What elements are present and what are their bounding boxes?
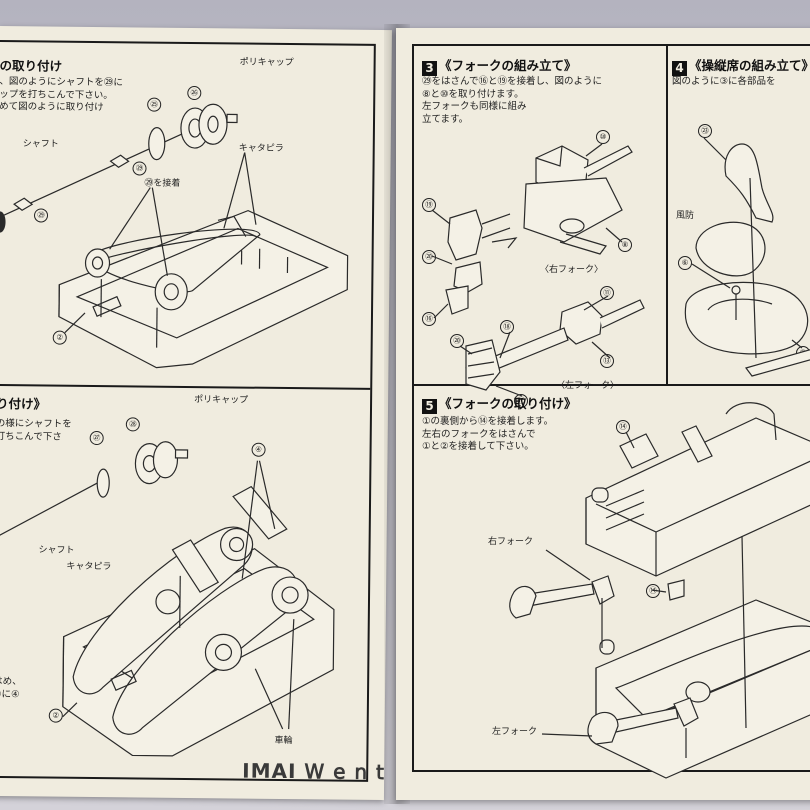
cockpit-assembly-illustration — [684, 137, 810, 377]
label-left-fork: 〈左フォーク〉 — [556, 381, 620, 391]
fork-mounting-illustration — [509, 402, 810, 779]
instruction-line: ①と②を接着して下さい。 — [422, 441, 534, 452]
step-title-text: 《フォークの組み立て》 — [439, 58, 577, 73]
fork-assembly-illustration — [431, 143, 645, 397]
part-number: ⑯ — [422, 312, 436, 326]
logo-footer: IMAI 𝖶 𝖾 𝗇 𝗍 — [242, 758, 386, 785]
step-number: 4 — [672, 61, 687, 76]
step-title-text: 《フォークの取り付け》 — [439, 396, 577, 411]
right-page-frame — [412, 44, 810, 772]
tread-assembly-illustration — [0, 441, 335, 757]
step5-title: 5《フォークの取り付け》 — [422, 396, 577, 414]
step-number: 3 — [422, 61, 437, 76]
step4-instructions: 図のように③に各部品を — [672, 76, 776, 89]
right-column-divider — [666, 44, 668, 386]
part-number: ㉓ — [698, 124, 712, 138]
label-right-fork: 右フォーク — [488, 537, 534, 547]
part-number: ⑳ — [450, 334, 464, 348]
part-number: ⑬ — [600, 354, 614, 368]
instruction-line: ⑧と⑩を取り付けます。 — [422, 88, 524, 100]
right-page: 3《フォークの組み立て》 ㉙をはさんで⑯と⑲を接着し、図のように ⑧と⑩を取り付… — [396, 28, 810, 800]
step3-title: 3《フォークの組み立て》 — [422, 58, 577, 76]
left-page: の取り付け 、図のようにシャフトを㉙に ップを打ちこんで下さい。 めて図のように… — [0, 26, 392, 801]
instruction-line: 図のように③に各部品を — [672, 76, 776, 87]
step3-instructions: ㉙をはさんで⑯と⑲を接着し、図のように ⑧と⑩を取り付けます。 左フォークも同様… — [422, 76, 602, 126]
part-number: ⑥ — [678, 256, 692, 270]
instruction-line: ㉙をはさんで⑯と⑲を接着し、図のように — [422, 76, 603, 87]
instruction-line: 左フォークも同様に組み — [422, 101, 527, 112]
label-windshield: 風防 — [676, 211, 695, 221]
right-section-divider — [412, 384, 810, 386]
shaft-assembly-illustration — [0, 103, 349, 369]
label-right-fork: 〈右フォーク〉 — [540, 265, 604, 275]
part-number: ⑭ — [616, 420, 630, 434]
part-number: ⑩ — [596, 130, 610, 144]
part-number: ⑪ — [600, 286, 614, 300]
part-number: ⑱ — [500, 320, 514, 334]
instruction-line: ①の裏側から⑭を接着します。 — [422, 416, 554, 427]
step-title-text: 《操縦席の組み立て》 — [689, 58, 810, 73]
step-number: 5 — [422, 399, 437, 414]
part-number: ⑲ — [422, 198, 436, 212]
instruction-line: 立てます。 — [422, 113, 469, 125]
step5-instructions: ①の裏側から⑭を接着します。 左右のフォークをはさんで ①と②を接着して下さい。 — [422, 416, 553, 454]
instruction-line: 左右のフォークをはさんで — [422, 428, 536, 440]
label-left-fork: 左フォーク — [492, 727, 538, 737]
part-number: ⑰ — [514, 394, 528, 408]
step4-title: 4《操縦席の組み立て》 — [672, 58, 810, 76]
